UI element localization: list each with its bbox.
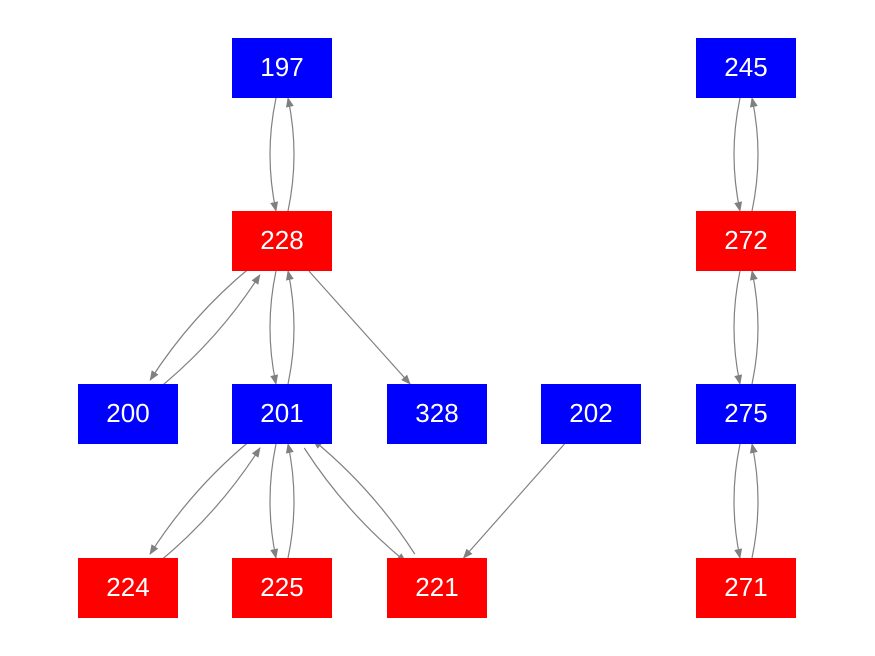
node-225-box [232,558,332,618]
edge-201-to-228 [285,270,295,385]
node-201-label: 201 [260,398,303,428]
node-328-label: 328 [415,398,458,428]
node-275-label: 275 [724,398,767,428]
edge-201-to-225 [269,443,279,559]
node-202: 202 [541,384,641,444]
node-197-box [232,38,332,98]
node-272-box [696,211,796,271]
edge-201-to-221 [303,447,407,563]
node-200-label: 200 [106,398,149,428]
edge-201-to-224 [149,439,252,555]
edge-275-to-272 [749,270,759,385]
node-200-box [78,384,178,444]
node-197: 197 [232,38,332,98]
node-328: 328 [387,384,487,444]
edge-228-to-328 [308,270,411,385]
node-271: 271 [696,558,796,618]
node-272: 272 [696,211,796,271]
node-245-box [696,38,796,98]
node-275-box [696,384,796,444]
node-275: 275 [696,384,796,444]
node-228-label: 228 [260,225,303,255]
node-271-label: 271 [724,572,767,602]
node-272-label: 272 [724,225,767,255]
edge-272-to-275 [733,270,743,385]
edge-245-to-272 [733,97,743,212]
node-245-label: 245 [724,52,767,82]
node-201: 201 [232,384,332,444]
node-221: 221 [387,558,487,618]
edge-275-to-271 [733,443,743,559]
node-228-box [232,211,332,271]
node-328-box [387,384,487,444]
edge-224-to-201 [158,447,261,563]
nodes-layer: 197 228 200 201 328 202 224 225 221 245 272 275 271 [78,38,796,618]
edge-200-to-228 [158,274,261,389]
node-225: 225 [232,558,332,618]
node-228: 228 [232,211,332,271]
node-202-box [541,384,641,444]
node-200: 200 [78,384,178,444]
node-225-label: 225 [260,572,303,602]
node-245: 245 [696,38,796,98]
node-221-box [387,558,487,618]
node-201-box [232,384,332,444]
node-224-box [78,558,178,618]
edge-272-to-245 [749,97,759,212]
edge-271-to-275 [749,443,759,559]
edges-layer [149,97,759,563]
node-271-box [696,558,796,618]
node-202-label: 202 [569,398,612,428]
edge-228-to-197 [285,97,295,212]
node-221-label: 221 [415,572,458,602]
edge-228-to-200 [149,266,252,381]
edge-197-to-228 [269,97,279,212]
edge-228-to-201 [269,270,279,385]
edge-221-to-201 [312,439,416,555]
edge-202-to-221 [462,443,565,559]
node-224-label: 224 [106,572,149,602]
edge-225-to-201 [285,443,295,559]
node-224: 224 [78,558,178,618]
node-197-label: 197 [260,52,303,82]
